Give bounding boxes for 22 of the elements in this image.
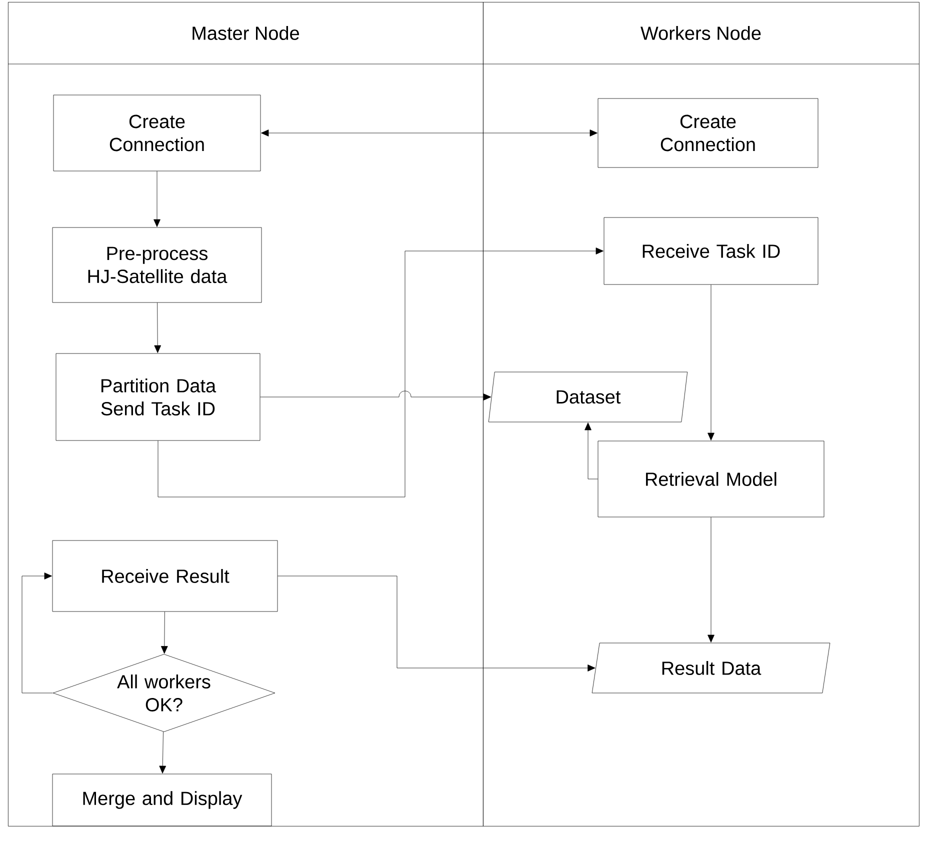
process-box: Create Connection xyxy=(598,98,818,168)
arrow xyxy=(154,171,160,227)
arrow xyxy=(708,517,714,642)
process-box: Create Connection xyxy=(53,94,261,172)
process-box: Receive Result xyxy=(52,540,278,612)
arrow xyxy=(260,390,492,400)
arrow xyxy=(160,612,168,654)
arrow xyxy=(159,732,166,774)
arrow xyxy=(278,576,596,672)
process-box: Pre-process HJ-Satellite data xyxy=(52,227,262,303)
arrow xyxy=(158,248,604,498)
process-box: Merge and Display xyxy=(52,774,272,826)
arrow xyxy=(584,422,598,480)
data-parallelogram: Dataset xyxy=(488,372,688,422)
arrow xyxy=(154,302,162,353)
arrow xyxy=(708,284,714,440)
process-box: Retrieval Model xyxy=(598,440,824,518)
process-box: Receive Task ID xyxy=(604,217,818,285)
arrow xyxy=(261,130,598,136)
data-parallelogram: Result Data xyxy=(592,642,830,694)
process-box: Partition Data Send Task ID xyxy=(56,353,260,441)
arrow xyxy=(22,572,53,694)
